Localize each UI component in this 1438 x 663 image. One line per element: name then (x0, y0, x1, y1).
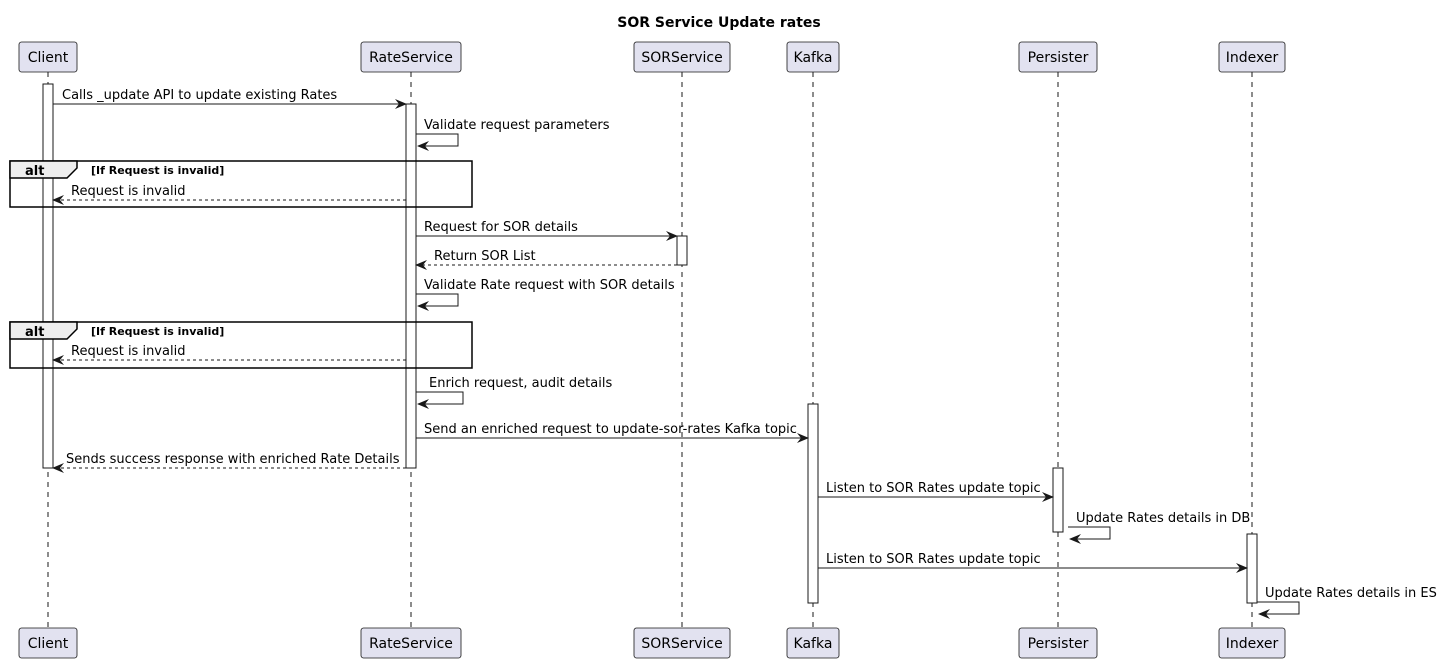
activation-bar-sorservice (676, 235, 688, 266)
participant-box (18, 627, 78, 659)
participant-rateservice-bottom: RateService (360, 627, 462, 659)
alt-fragment: alt [If Request is invalid] (9, 321, 473, 369)
message-3: Request is invalid (52, 184, 406, 205)
participant-box (360, 627, 462, 659)
participant-label: RateService (369, 50, 453, 66)
fragment-keyword-tab (9, 160, 78, 179)
message-label: Return SOR List (434, 249, 536, 264)
participant-persister-bottom: Persister (1018, 627, 1098, 659)
message-12: Update Rates details in DB (1068, 511, 1250, 544)
self-message-arrow (416, 391, 464, 409)
participant-box (1018, 627, 1098, 659)
participant-client-bottom: Client (18, 627, 78, 659)
participant-box (18, 41, 78, 73)
alt-fragments: alt [If Request is invalid] alt [If Request… (9, 160, 473, 369)
message-label: Update Rates details in DB (1076, 511, 1250, 526)
alt-fragment: alt [If Request is invalid] (9, 160, 473, 208)
message-label: Request is invalid (71, 344, 185, 359)
message-11: Listen to SOR Rates update topic (818, 481, 1054, 502)
participant-label: RateService (369, 636, 453, 652)
participants: ClientClientRateServiceRateServiceSORSer… (18, 41, 1286, 659)
participant-box (1218, 627, 1286, 659)
message-7: Request is invalid (52, 344, 406, 365)
participant-label: Client (28, 50, 69, 66)
participant-box (1218, 41, 1286, 73)
fragment-border (9, 160, 473, 208)
message-2: Validate request parameters (416, 118, 610, 151)
message-label: Listen to SOR Rates update topic (826, 552, 1041, 567)
messages: Calls _update API to update existing Rat… (52, 88, 1437, 619)
message-10: Sends success response with enriched Rat… (52, 452, 406, 473)
activation-bar-persister (1052, 467, 1064, 533)
participant-box (633, 41, 731, 73)
participant-kafka-bottom: Kafka (786, 627, 840, 659)
participant-persister-top: Persister (1018, 41, 1098, 73)
activation-bar-rateservice (405, 103, 417, 469)
participant-label: Kafka (794, 50, 833, 66)
participant-box (786, 627, 840, 659)
message-label: Listen to SOR Rates update topic (826, 481, 1041, 496)
self-message-arrow (1068, 526, 1111, 544)
message-4: Request for SOR details (416, 220, 678, 241)
fragment-keyword: alt (25, 325, 44, 340)
message-label: Enrich request, audit details (429, 376, 612, 391)
message-8: Enrich request, audit details (416, 376, 612, 409)
fragment-border (9, 321, 473, 369)
message-label: Send an enriched request to update-sor-r… (424, 422, 797, 437)
participant-kafka-top: Kafka (786, 41, 840, 73)
message-5: Return SOR List (415, 249, 677, 270)
participant-label: SORService (641, 636, 722, 652)
participant-box (786, 41, 840, 73)
fragment-keyword-tab (9, 321, 78, 340)
activation-bar-kafka (807, 403, 819, 604)
participant-client-top: Client (18, 41, 78, 73)
message-9: Send an enriched request to update-sor-r… (416, 422, 809, 443)
message-label: Request is invalid (71, 184, 185, 199)
participant-label: Indexer (1226, 50, 1279, 66)
participant-label: Persister (1028, 636, 1089, 652)
activation-bar-client (42, 83, 54, 469)
fragment-condition: [If Request is invalid] (91, 325, 224, 338)
message-label: Validate request parameters (424, 118, 610, 133)
message-13: Listen to SOR Rates update topic (818, 552, 1248, 573)
diagram-title: SOR Service Update rates (617, 15, 821, 31)
message-label: Validate Rate request with SOR details (424, 278, 675, 293)
participant-label: SORService (641, 50, 722, 66)
participant-box (633, 627, 731, 659)
participant-sorservice-bottom: SORService (633, 627, 731, 659)
message-label: Request for SOR details (424, 220, 578, 235)
participant-label: Persister (1028, 50, 1089, 66)
participant-label: Kafka (794, 636, 833, 652)
lifelines (47, 72, 1253, 628)
participant-rateservice-top: RateService (360, 41, 462, 73)
message-1: Calls _update API to update existing Rat… (53, 88, 407, 109)
message-label: Calls _update API to update existing Rat… (62, 88, 337, 103)
participant-sorservice-top: SORService (633, 41, 731, 73)
fragment-keyword: alt (25, 164, 44, 179)
message-6: Validate Rate request with SOR details (416, 278, 675, 311)
fragment-condition: [If Request is invalid] (91, 164, 224, 177)
activation-bar-indexer (1246, 533, 1258, 604)
participant-box (360, 41, 462, 73)
participant-box (1018, 41, 1098, 73)
self-message-arrow (416, 293, 459, 311)
self-message-arrow (1257, 601, 1300, 619)
self-message-arrow (416, 133, 459, 151)
message-14: Update Rates details in ES (1257, 586, 1437, 619)
participant-label: Indexer (1226, 636, 1279, 652)
participant-label: Client (28, 636, 69, 652)
participant-indexer-bottom: Indexer (1218, 627, 1286, 659)
activation-bars (42, 83, 1258, 604)
message-label: Update Rates details in ES (1265, 586, 1437, 601)
participant-indexer-top: Indexer (1218, 41, 1286, 73)
message-label: Sends success response with enriched Rat… (66, 452, 400, 467)
